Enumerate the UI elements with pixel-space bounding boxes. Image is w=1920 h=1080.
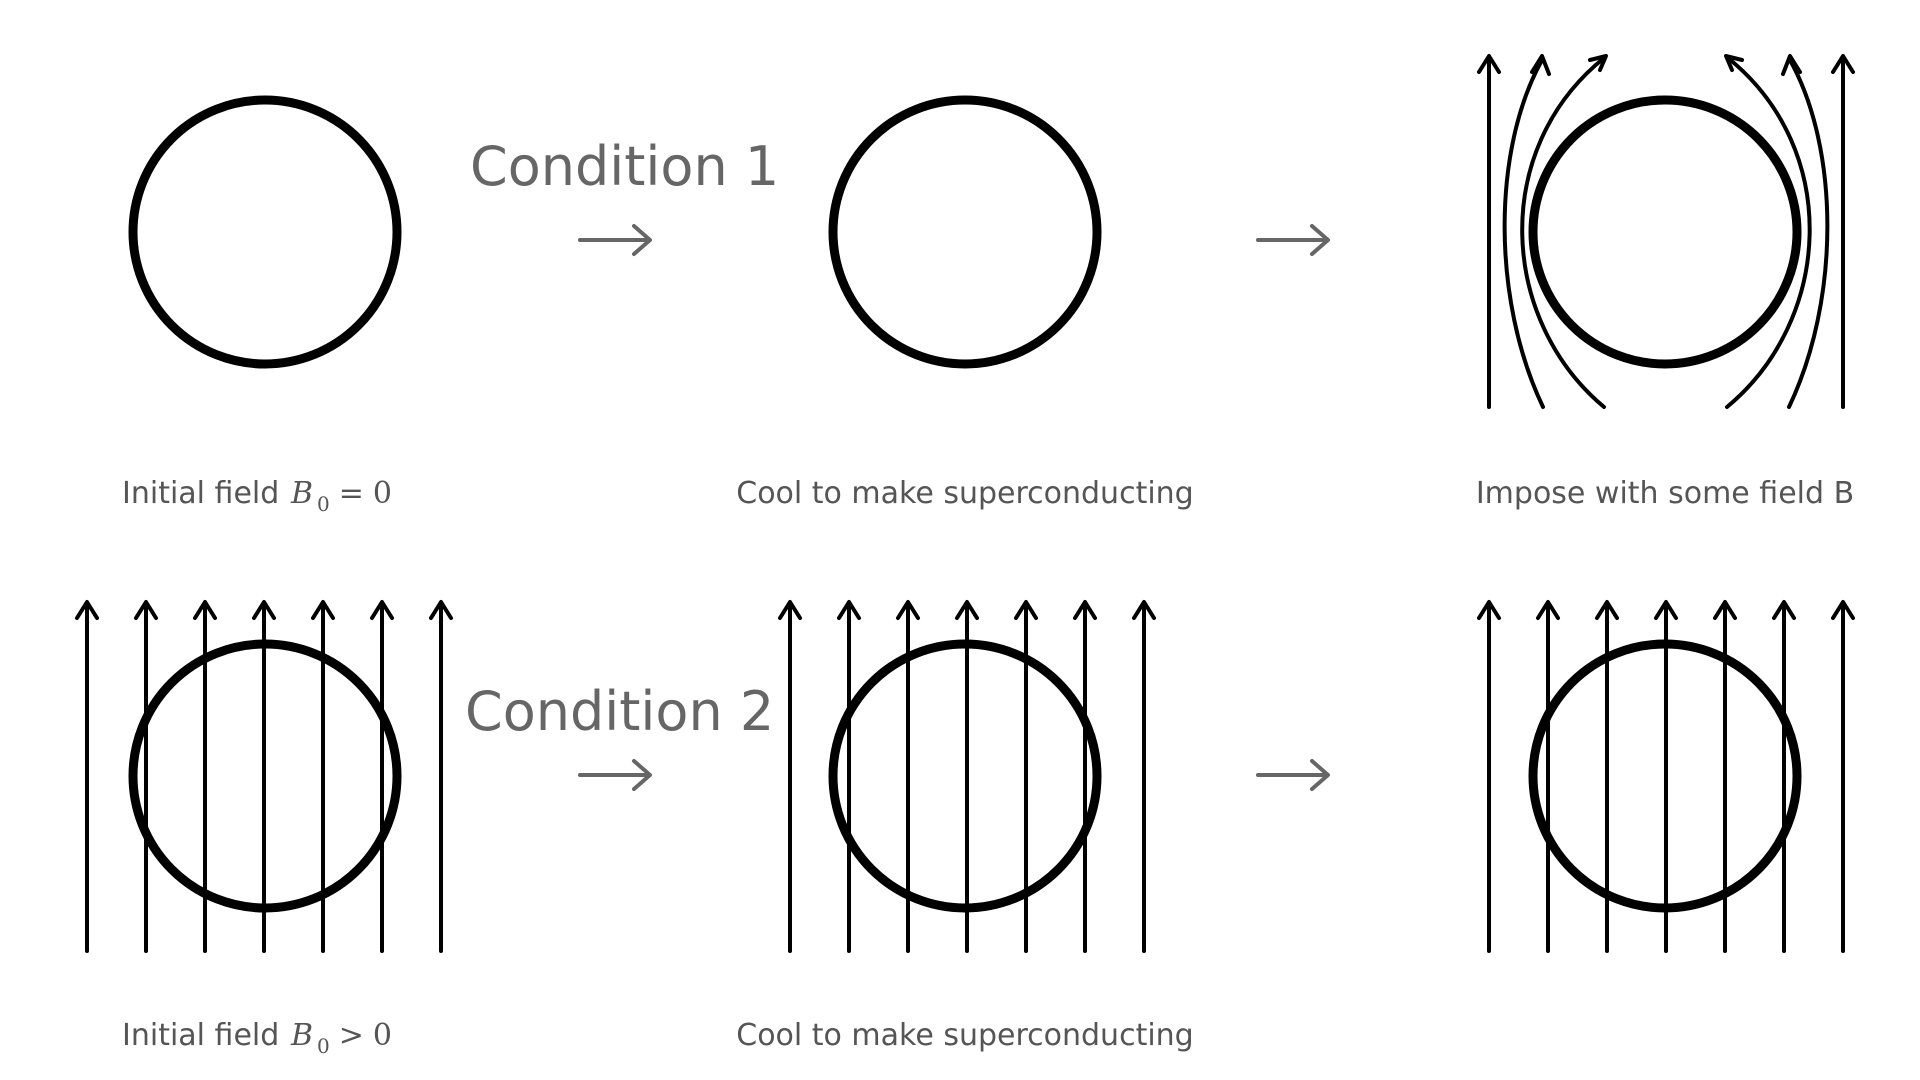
up-arrow-icon (134, 600, 158, 620)
up-arrow-icon (429, 600, 453, 620)
initial-field-caption-1: Initial field B 0 = 0 (122, 476, 392, 516)
right-arrow-icon (1256, 759, 1330, 791)
cool-caption-2: Cool to make superconducting (736, 1018, 1193, 1053)
up-arrow-icon (252, 600, 276, 620)
field-line (1520, 56, 1606, 409)
field-line (1725, 56, 1812, 409)
up-arrow-icon (1724, 54, 1744, 72)
field-line (1502, 58, 1545, 409)
sample-ring-1a (128, 95, 402, 369)
up-arrow-icon (1132, 600, 1156, 620)
up-arrow-icon (1477, 600, 1501, 620)
initial-field-caption-2: Initial field B 0 > 0 (122, 1018, 392, 1058)
sample-ring-1c (1528, 95, 1802, 369)
up-arrow-icon (311, 600, 335, 620)
up-arrow-icon (1588, 54, 1608, 72)
up-arrow-icon (1831, 54, 1855, 74)
up-arrow-icon (1772, 600, 1796, 620)
up-arrow-icon (1595, 600, 1619, 620)
right-arrow-icon (1256, 224, 1330, 256)
sample-ring-2b (828, 639, 1102, 913)
up-arrow-icon (1831, 600, 1855, 620)
field-line (1787, 58, 1830, 409)
sample-ring-1b (828, 95, 1102, 369)
up-arrow-icon (896, 600, 920, 620)
up-arrow-icon (1536, 600, 1560, 620)
sample-ring-2a (128, 639, 402, 913)
up-arrow-icon (1530, 54, 1551, 76)
right-arrow-icon (578, 759, 652, 791)
up-arrow-icon (1781, 54, 1802, 76)
up-arrow-icon (778, 600, 802, 620)
impose-caption-1: Impose with some field B (1476, 476, 1854, 511)
up-arrow-icon (1713, 600, 1737, 620)
up-arrow-icon (75, 600, 99, 620)
up-arrow-icon (1014, 600, 1038, 620)
condition-1-label: Condition 1 (470, 135, 779, 198)
up-arrow-icon (370, 600, 394, 620)
up-arrow-icon (1073, 600, 1097, 620)
row-condition-2: Condition 2 Initial field B 0 > 0 Cool t… (75, 600, 1855, 1058)
row-condition-1: Condition 1 Initial field B (122, 54, 1855, 516)
sample-ring-2c (1528, 639, 1802, 913)
up-arrow-icon (1477, 54, 1501, 74)
up-arrow-icon (1654, 600, 1678, 620)
up-arrow-icon (193, 600, 217, 620)
up-arrow-icon (837, 600, 861, 620)
cool-caption-1: Cool to make superconducting (736, 476, 1193, 511)
up-arrow-icon (955, 600, 979, 620)
condition-2-label: Condition 2 (465, 680, 774, 743)
expelled-field-lines (1477, 54, 1855, 409)
right-arrow-icon (578, 224, 652, 256)
